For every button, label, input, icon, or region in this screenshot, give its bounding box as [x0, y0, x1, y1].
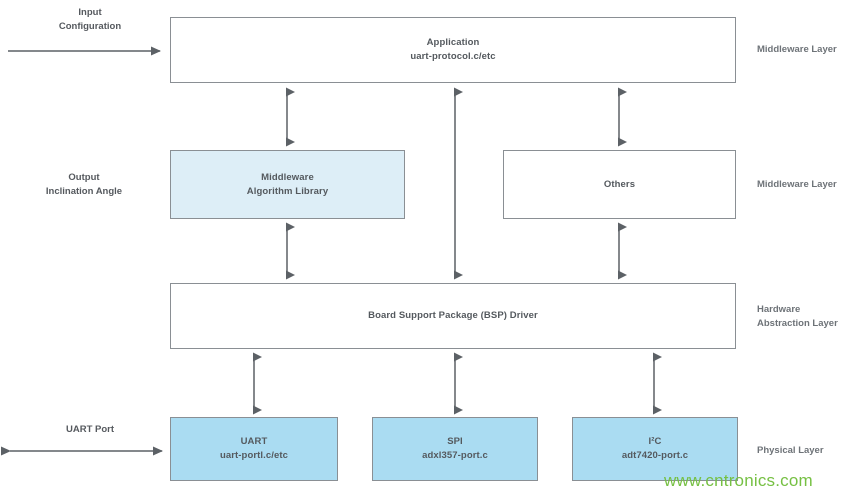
box-uart-subtitle: uart-portl.c/etc — [219, 450, 289, 461]
box-uart-title: UART — [240, 436, 268, 448]
edge-label-output-inclination-angle-line2: Inclination Angle — [45, 186, 123, 198]
box-others[interactable]: Others — [503, 150, 736, 219]
box-bsp-driver-title: Board Support Package (BSP) Driver — [368, 310, 538, 322]
box-uart[interactable]: UART uart-portl.c/etc — [170, 417, 338, 481]
box-i2c[interactable]: I²C adt7420-port.c — [572, 417, 738, 481]
box-spi[interactable]: SPI adxl357-port.c — [372, 417, 538, 481]
layer-label-hardware-abstraction-line1: Hardware — [757, 304, 801, 315]
box-middleware-title: Middleware — [261, 171, 314, 183]
edge-label-input-configuration: Input Configuration — [20, 6, 160, 35]
box-others-title: Others — [603, 178, 636, 190]
layer-label-middleware-mid-line1: Middleware Layer — [757, 179, 837, 190]
box-middleware-subtitle: Algorithm Library — [246, 185, 329, 197]
edge-label-uart-port-line1: UART Port — [65, 424, 115, 435]
layer-label-hardware-abstraction-line2: Abstraction Layer — [757, 318, 838, 330]
watermark: www.cntronics.com — [664, 471, 813, 490]
layer-label-middleware-mid: Middleware Layer — [757, 178, 849, 192]
box-i2c-title: I²C — [648, 436, 662, 448]
box-application[interactable]: Application uart-protocol.c/etc — [170, 17, 736, 83]
layer-label-physical-line1: Physical Layer — [757, 445, 824, 456]
edge-label-input-configuration-line1: Input — [78, 7, 102, 18]
box-i2c-subtitle: adt7420-port.c — [621, 450, 689, 461]
box-application-title: Application — [426, 37, 480, 49]
layer-label-hardware-abstraction: Hardware Abstraction Layer — [757, 303, 849, 332]
layer-label-middleware-top-line1: Middleware Layer — [757, 44, 837, 55]
layer-label-middleware-top: Middleware Layer — [757, 43, 849, 57]
box-bsp-driver[interactable]: Board Support Package (BSP) Driver — [170, 283, 736, 349]
edge-label-uart-port: UART Port — [20, 423, 160, 437]
box-spi-title: SPI — [447, 436, 463, 448]
layer-label-physical: Physical Layer — [757, 444, 849, 458]
edge-label-output-inclination-angle: Output Inclination Angle — [8, 171, 160, 200]
edge-label-output-inclination-angle-line1: Output — [68, 172, 100, 183]
box-application-subtitle: uart-protocol.c/etc — [410, 51, 496, 62]
edge-label-input-configuration-line2: Configuration — [58, 21, 122, 33]
box-middleware-algorithm-library[interactable]: Middleware Algorithm Library — [170, 150, 405, 219]
box-spi-subtitle: adxl357-port.c — [422, 450, 488, 461]
